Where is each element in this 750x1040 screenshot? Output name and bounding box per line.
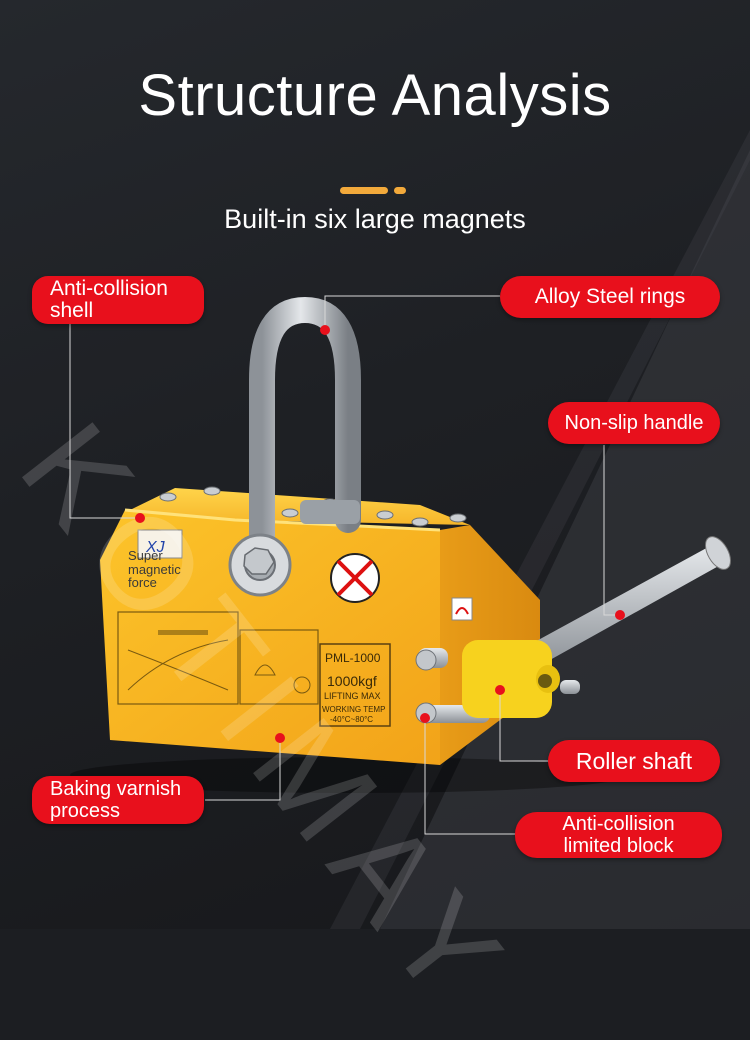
label-anti-collision-block-line2: limited block — [563, 835, 674, 857]
sticker-text-1: Super — [128, 548, 163, 563]
label-baking-varnish-line2: process — [50, 800, 121, 822]
label-alloy-steel-rings: Alloy Steel rings — [500, 276, 720, 318]
sticker-text-3: force — [128, 575, 157, 590]
temp-range-text: -40°C~80°C — [330, 715, 373, 724]
page-title: Structure Analysis — [138, 63, 612, 128]
label-roller-shaft: Roller shaft — [548, 740, 720, 782]
accent-bar-short — [394, 187, 406, 194]
label-baking-varnish: Baking varnish process — [32, 776, 204, 824]
svg-text:XJ: XJ — [145, 539, 166, 556]
label-anti-collision-shell-line2: shell — [50, 299, 94, 322]
model-text: PML-1000 — [325, 651, 381, 665]
accent-bar-long — [340, 187, 388, 194]
working-temp-text: WORKING TEMP — [322, 705, 385, 714]
label-anti-collision-shell: Anti-collision shell — [32, 276, 204, 324]
label-non-slip-handle-text: Non-slip handle — [564, 412, 704, 434]
label-baking-varnish-line1: Baking varnish — [50, 778, 182, 800]
label-non-slip-handle: Non-slip handle — [548, 402, 720, 444]
lifting-max-text: LIFTING MAX — [324, 691, 381, 701]
label-alloy-steel-rings-text: Alloy Steel rings — [534, 285, 686, 308]
label-roller-shaft-text: Roller shaft — [575, 748, 693, 774]
label-anti-collision-block-line1: Anti-collision — [562, 813, 675, 835]
page-subtitle: Built-in six large magnets — [224, 204, 526, 234]
capacity-text: 1000kgf — [327, 673, 377, 689]
sticker-text-2: magnetic — [128, 562, 181, 577]
label-anti-collision-block: Anti-collision limited block — [515, 812, 722, 858]
label-anti-collision-shell-line1: Anti-collision — [50, 277, 168, 300]
